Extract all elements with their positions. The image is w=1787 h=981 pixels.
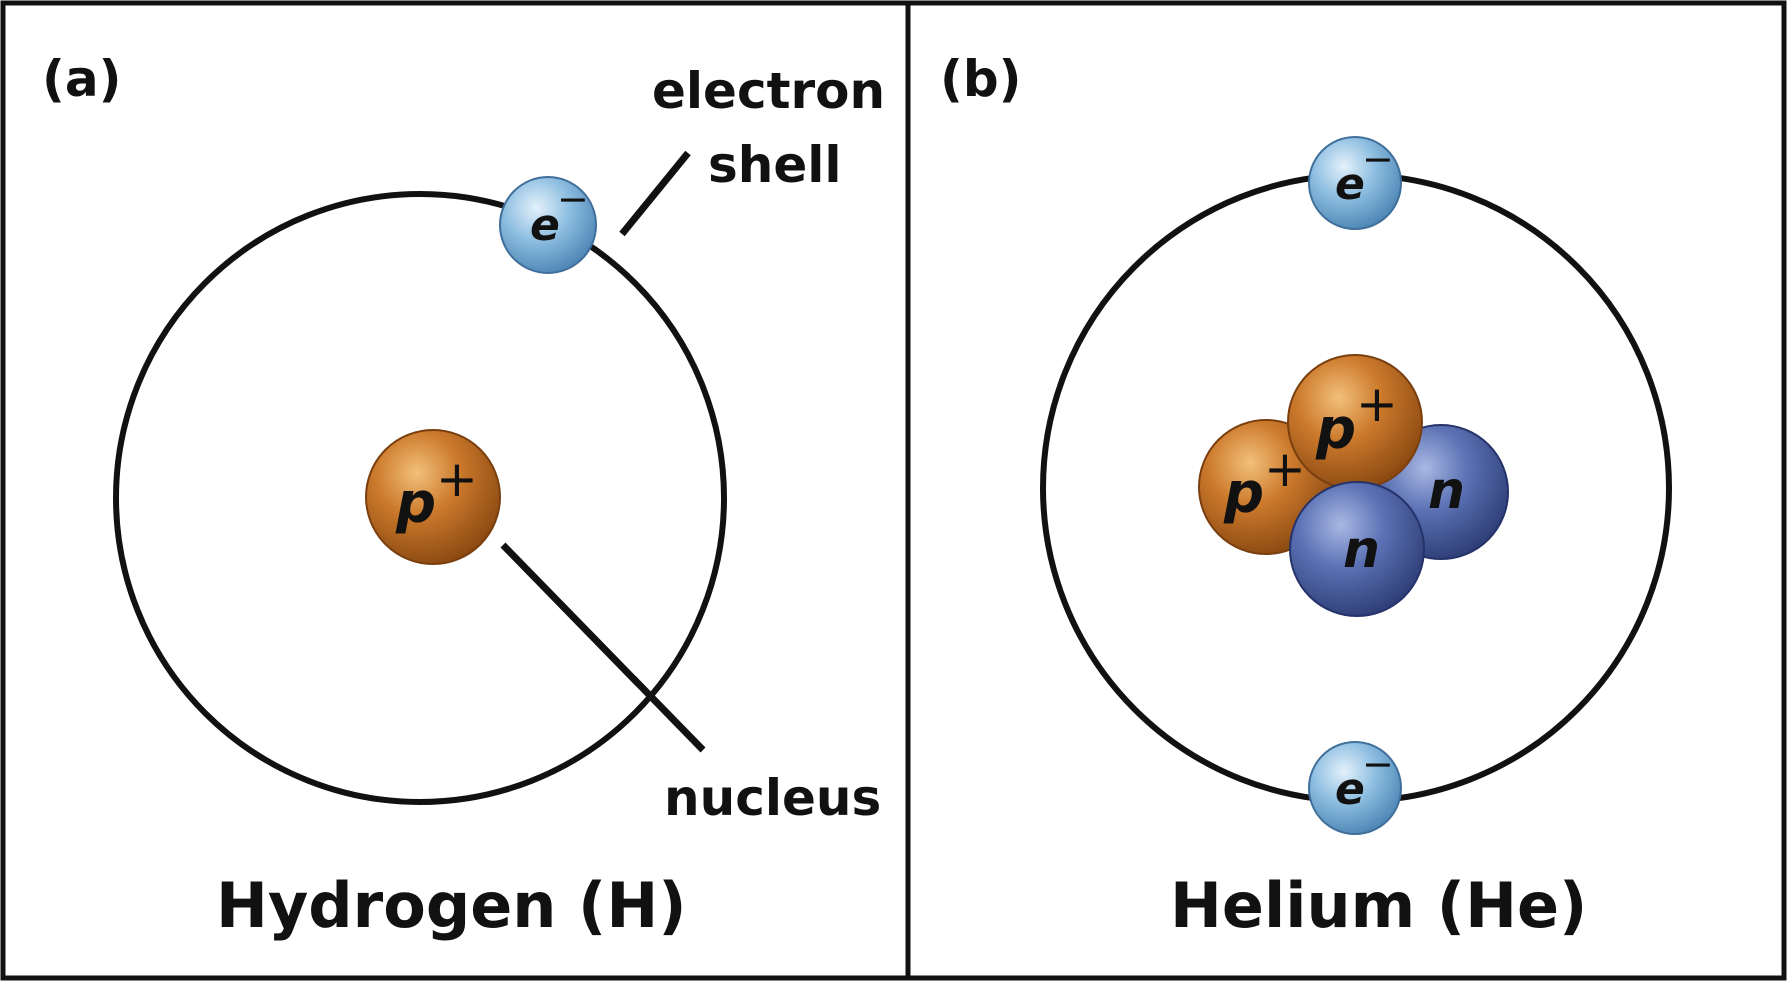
electron-particle-top: e −: [1308, 136, 1402, 230]
electron-shell-leader-line: [619, 150, 691, 237]
panel-b: (b) e − e − p + n: [940, 50, 1672, 942]
panel-b-letter: (b): [940, 50, 1022, 108]
nucleus-leader-line: [500, 542, 706, 753]
electron-symbol: e: [1335, 159, 1365, 210]
panel-a-letter: (a): [42, 50, 121, 108]
electron-charge: −: [557, 177, 589, 221]
electron-shell-label-line1: electron: [652, 62, 885, 120]
panel-b-title: Helium (He): [1170, 869, 1587, 942]
electron-shell-label-line2: shell: [708, 136, 842, 194]
proton-symbol: p: [1223, 461, 1264, 526]
electron-particle: e −: [499, 176, 597, 274]
neutron-particle-bottom: n: [1289, 481, 1425, 617]
electron-symbol: e: [1335, 764, 1365, 815]
electron-charge: −: [1362, 137, 1394, 181]
proton-charge: +: [436, 450, 478, 508]
electron-particle-bottom: e −: [1308, 741, 1402, 835]
helium-nucleus: p + n p + n: [1198, 354, 1509, 617]
neutron-symbol: n: [1428, 461, 1465, 521]
electron-charge: −: [1362, 742, 1394, 786]
proton-symbol: p: [1315, 397, 1356, 462]
panel-b-frame: [905, 0, 1787, 981]
neutron-symbol: n: [1343, 520, 1380, 580]
panel-a: (a) e − p + electron shell nucleus Hydro…: [42, 50, 885, 942]
proton-symbol: p: [395, 471, 436, 536]
proton-particle-top: p +: [1287, 354, 1423, 490]
electron-shell-orbit: [113, 191, 727, 805]
panel-a-title: Hydrogen (H): [216, 869, 687, 942]
proton-particle: p +: [365, 429, 501, 565]
proton-charge: +: [1356, 375, 1398, 433]
electron-symbol: e: [530, 200, 560, 251]
nucleus-label: nucleus: [664, 769, 881, 827]
